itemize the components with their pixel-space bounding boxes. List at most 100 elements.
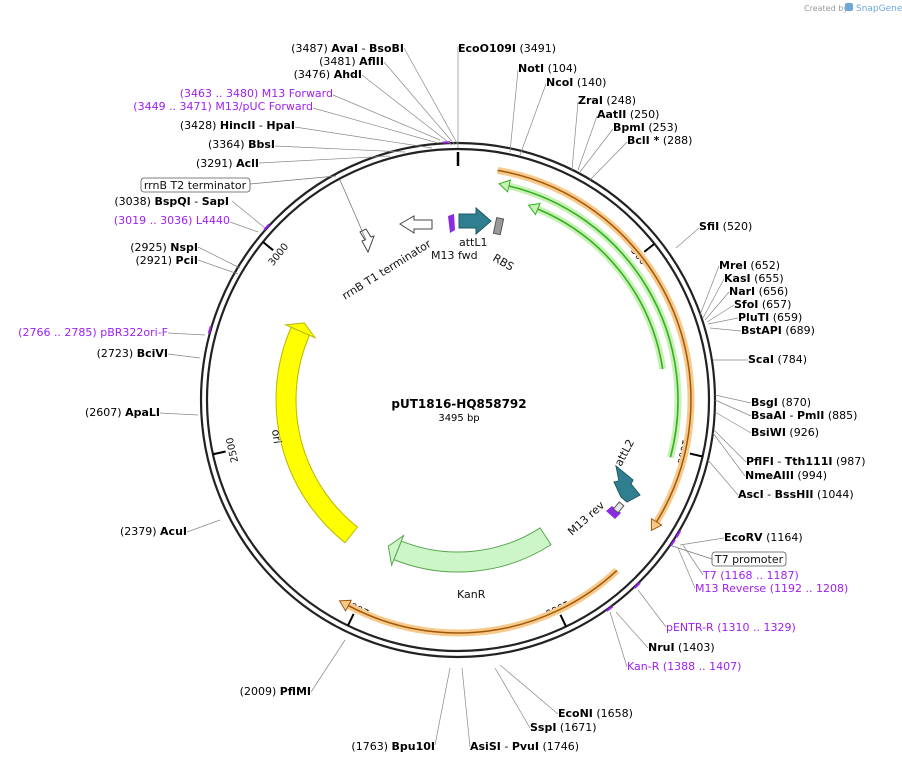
enzyme-site-label: BclI * (288) [627,134,692,147]
enzyme-site-label: NruI (1403) [648,641,715,654]
tick-mark [347,613,355,627]
m13-fwd-label: M13 fwd [431,249,478,262]
enzyme-site-label: (3487) AvaI - BsoBI [291,42,404,55]
enzyme-site-label: (3364) BbsI [208,138,275,151]
leader-line [682,544,704,576]
svg-text:AatII (250): AatII (250) [597,108,659,121]
svg-text:(3428) HincII - HpaI: (3428) HincII - HpaI [180,119,295,132]
tick-mark [559,614,567,627]
arrowhead [498,179,512,193]
svg-text:BpmI (253): BpmI (253) [613,121,678,134]
primer-label: pENTR-R (1310 .. 1329) [666,621,796,634]
enzyme-site-label: PflFI - Tth111I (987) [746,455,866,468]
svg-text:NotI (104): NotI (104) [518,62,577,75]
svg-text:(3487) AvaI - BsoBI: (3487) AvaI - BsoBI [291,42,404,55]
leader-line [434,667,451,746]
snapgene-logo-icon [845,3,853,11]
enzyme-site-label: BsaAI - PmlI (885) [751,409,857,422]
leader-line [159,412,199,416]
svg-text:SfoI (657): SfoI (657) [734,298,791,311]
svg-text:BsiWI (926): BsiWI (926) [751,426,819,439]
svg-text:BclI * (288): BclI * (288) [627,134,692,147]
leader-line [494,667,531,729]
plasmid-length: 3495 bp [438,413,479,424]
leader-line [509,69,519,153]
tick-label: 2500 [225,436,241,463]
svg-text:(2607) ApaLI: (2607) ApaLI [85,406,160,419]
enzyme-site-label: (1763) Bpu10I [351,740,435,753]
svg-text:AscI - BssHII (1044): AscI - BssHII (1044) [738,488,854,501]
enzyme-site-label: NarI (656) [729,285,788,298]
svg-text:ZraI (248): ZraI (248) [578,94,636,107]
svg-text:(3364) BbsI: (3364) BbsI [208,138,275,151]
svg-text:rrnB T2 terminator: rrnB T2 terminator [144,179,247,192]
leader-line [702,278,725,319]
leader-line [589,141,628,181]
enzyme-site-label: (2921) PciI [135,254,198,267]
enzyme-site-label: NcoI (140) [546,76,606,89]
primer-label: (3019 .. 3036) L4440 [114,214,230,227]
tick-mark [262,241,274,251]
svg-text:NmeAIII (994): NmeAIII (994) [745,469,827,482]
leader-line [332,94,441,141]
label-connectors [159,46,752,748]
enzyme-site-label: KasI (655) [724,272,784,285]
leader-line [714,411,752,434]
kanr-arrowhead [387,534,405,567]
attl1-label: attL1 [459,236,488,249]
left-site-labels: (3487) AvaI - BsoBI(3481) AflII(3476) Ah… [18,42,435,753]
leader-line [675,227,700,249]
enzyme-site-label: EcoO109I (3491) [458,42,556,55]
svg-text:(2009) PflMI: (2009) PflMI [240,685,311,698]
primer-label: T7 (1168 .. 1187) [702,569,799,582]
enzyme-site-label: (3428) HincII - HpaI [180,119,295,132]
svg-text:(1763) Bpu10I: (1763) Bpu10I [351,740,435,753]
enzyme-site-label: PluTI (659) [738,311,802,324]
enzyme-site-label: AscI - BssHII (1044) [738,488,854,501]
t7-promoter-label: T7 promoter [711,551,787,567]
backbone-inner [205,147,711,653]
svg-text:NcoI (140): NcoI (140) [546,76,606,89]
svg-text:NarI (656): NarI (656) [729,285,788,298]
primer-label: (3463 .. 3480) M13 Forward [180,87,333,100]
primer-site-mark [263,223,270,231]
svg-text:(2766 .. 2785) pBR322ori-F: (2766 .. 2785) pBR322ori-F [18,326,168,339]
leader-line [615,611,649,649]
leader-line [713,429,747,463]
svg-text:(3019 .. 3036) L4440: (3019 .. 3036) L4440 [114,214,230,227]
leader-line [167,353,201,359]
rrnb-t1-terminator-label: rrnB T1 terminator [340,237,434,303]
leader-line [312,107,439,144]
leader-line [310,639,346,693]
enzyme-site-label: BpmI (253) [613,121,678,134]
enzyme-site-label: EcoRV (1164) [724,531,803,544]
leader-line [637,589,667,628]
svg-text:EcoNI (1658): EcoNI (1658) [558,707,633,720]
primer-site-mark [633,582,641,589]
enzyme-site-label: SspI (1671) [530,721,597,734]
enzyme-site-label: BsiWI (926) [751,426,819,439]
leader-line [699,265,720,316]
leader-line [294,126,433,149]
leader-line [712,432,746,477]
credit-prefix: Created by [804,4,848,13]
svg-text:T7 (1168 .. 1187): T7 (1168 .. 1187) [702,569,799,582]
enzyme-site-label: (3476) AhdI [294,68,362,81]
leader-line [274,145,406,153]
leader-line [403,47,459,146]
leader-line [229,221,259,233]
cds-lower-arc [346,567,620,637]
leader-line [167,332,206,336]
svg-text:(2921) PciI: (2921) PciI [135,254,198,267]
svg-text:(3449 .. 3471) M13/pUC Forwar: (3449 .. 3471) M13/pUC Forward [133,100,313,113]
primer-label: Kan-R (1388 .. 1407) [627,660,741,673]
svg-text:BsgI (870): BsgI (870) [751,396,811,409]
enzyme-site-label: (2925) NspI [130,241,198,254]
enzyme-site-label: BstAPI (689) [741,324,815,337]
svg-text:BsaAI - PmlI (885): BsaAI - PmlI (885) [751,409,857,422]
credit-brand: SnapGene [856,4,902,14]
svg-text:SspI (1671): SspI (1671) [530,721,597,734]
primer-label: (3449 .. 3471) M13/pUC Forward [133,100,313,113]
leader-line [231,200,266,229]
